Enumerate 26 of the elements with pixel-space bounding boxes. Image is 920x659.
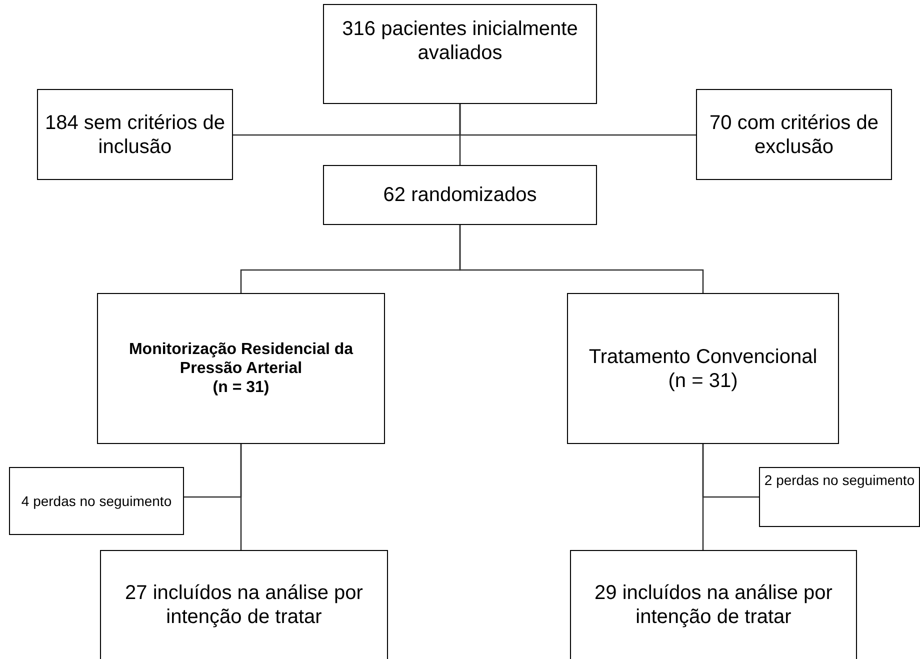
process-box <box>100 550 388 659</box>
box-text: 27 incluídos na análise por intenção de tratar <box>124 581 364 629</box>
process-box <box>570 550 857 659</box>
process-box <box>323 4 597 104</box>
connector-line <box>459 225 704 293</box>
box-text: 70 com critérios de exclusão <box>708 110 880 158</box>
process-box <box>696 89 892 180</box>
process-box <box>37 89 233 180</box>
box-text: Monitorização Residencial da Pressão Arterial <box>128 340 354 378</box>
box-text: Tratamento Convencional <box>588 344 818 368</box>
process-box <box>9 467 184 535</box>
process-box <box>323 165 597 225</box>
box-text: 29 incluídos na análise por intenção de tratar <box>594 581 834 629</box>
process-box <box>97 293 385 444</box>
box-text: 2 perdas no seguimento <box>764 472 915 489</box>
connector-line <box>702 444 704 550</box>
process-box <box>759 467 920 527</box>
connector-line <box>459 104 461 165</box>
process-box <box>567 293 839 444</box>
box-text: (n = 31) <box>668 368 738 392</box>
box-text: 4 perdas no seguimento <box>21 492 172 510</box>
connector-line <box>240 444 242 550</box>
box-text: 316 pacientes inicialmente avaliados <box>341 17 579 65</box>
box-text: 62 randomizados <box>383 183 537 207</box>
box-text: 184 sem critérios de inclusão <box>44 110 226 158</box>
box-text: (n = 31) <box>212 378 270 398</box>
